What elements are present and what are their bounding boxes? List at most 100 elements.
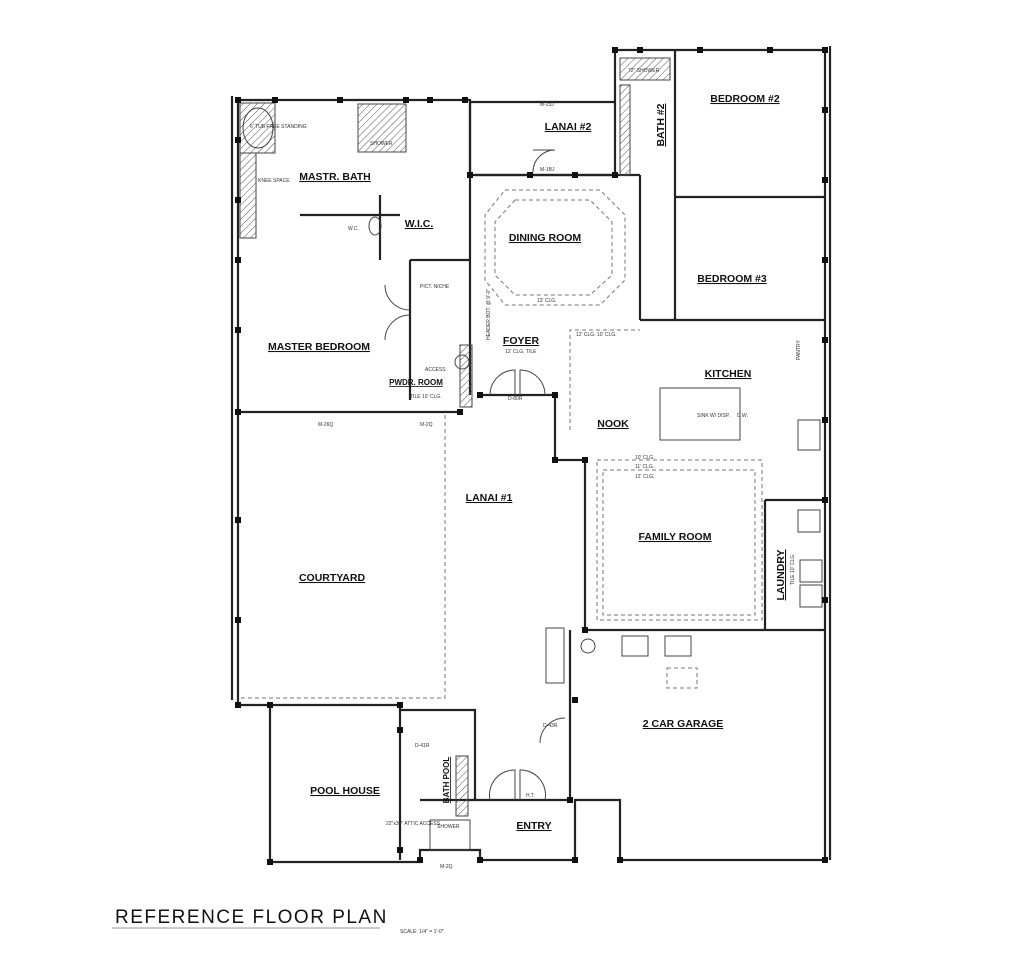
label-entry: ENTRY xyxy=(516,820,551,832)
column-marker xyxy=(572,857,578,863)
note-garage-door: D-43R xyxy=(543,723,558,729)
note-lanai2-door: M-1BJ xyxy=(540,167,555,173)
column-marker xyxy=(235,327,241,333)
column-marker xyxy=(267,702,273,708)
column-marker xyxy=(582,457,588,463)
label-kitchen: KITCHEN xyxy=(705,368,752,380)
column-marker xyxy=(477,857,483,863)
note-attic: 22"x30" ATTIC ACCESS xyxy=(386,821,441,827)
column-marker xyxy=(527,172,533,178)
note-foyer-ceiling: 12' CLG. TILE xyxy=(505,349,537,355)
note-laundry-ceiling: TILE 10' CLG. xyxy=(790,553,796,585)
doors xyxy=(384,149,566,801)
column-marker xyxy=(822,257,828,263)
note-pwdr-ceiling: TILE 10' CLG. xyxy=(410,394,442,400)
label-powder-room: PWDR. ROOM xyxy=(389,378,443,387)
column-marker xyxy=(467,172,473,178)
column-marker xyxy=(822,597,828,603)
note-bath2-shower: 72" SHOWER xyxy=(628,68,660,74)
column-marker xyxy=(267,859,273,865)
label-pool-house: POOL HOUSE xyxy=(310,785,380,797)
column-marker xyxy=(822,497,828,503)
label-courtyard: COURTYARD xyxy=(299,572,366,584)
label-family-room: FAMILY ROOM xyxy=(639,531,712,543)
label-bath-2: BATH #2 xyxy=(655,103,667,146)
note-pwdr-window: M-2Q xyxy=(420,422,433,428)
note-lanai2-window: M-23J xyxy=(540,102,554,108)
column-marker xyxy=(235,617,241,623)
label-dining-room: DINING ROOM xyxy=(509,232,582,244)
exterior-walls xyxy=(230,46,832,864)
label-master-bath: MASTR. BATH xyxy=(299,171,371,183)
column-marker xyxy=(612,47,618,53)
column-marker xyxy=(697,47,703,53)
column-marker xyxy=(235,137,241,143)
column-marker xyxy=(397,702,403,708)
column-marker xyxy=(637,47,643,53)
column-marker xyxy=(582,627,588,633)
fixtures xyxy=(242,107,823,851)
label-nook: NOOK xyxy=(597,418,629,430)
label-master-bedroom: MASTER BEDROOM xyxy=(268,341,370,353)
column-marker xyxy=(617,857,623,863)
note-dw: D.W. xyxy=(737,413,748,419)
label-laundry: LAUNDRY xyxy=(775,550,787,601)
label-wic: W.I.C. xyxy=(405,218,434,230)
column-marker xyxy=(457,409,463,415)
note-shower: SHOWER xyxy=(370,141,393,147)
column-marker xyxy=(567,797,573,803)
column-marker xyxy=(822,857,828,863)
columns xyxy=(235,47,828,865)
note-wc: W.C. xyxy=(348,226,359,232)
column-marker xyxy=(822,337,828,343)
hatched-fixtures xyxy=(239,57,671,817)
column-marker xyxy=(572,697,578,703)
label-lanai-1: LANAI #1 xyxy=(466,492,513,504)
note-pool-shower: SHOWER xyxy=(437,824,460,830)
column-marker xyxy=(235,197,241,203)
label-foyer: FOYER xyxy=(503,335,540,347)
column-marker xyxy=(235,97,241,103)
note-tub: 6' TUB FREE STANDING xyxy=(250,124,307,130)
column-marker xyxy=(552,457,558,463)
plan-scale: SCALE: 1/4" = 1'-0" xyxy=(400,929,444,935)
note-family-ceiling-2: 11' CLG. xyxy=(635,464,654,470)
note-pantry: PANTRY xyxy=(796,340,802,360)
column-marker xyxy=(417,857,423,863)
plan-title: REFERENCE FLOOR PLAN xyxy=(115,907,388,928)
column-marker xyxy=(767,47,773,53)
column-marker xyxy=(403,97,409,103)
note-foyer-door: D-80R xyxy=(508,396,523,402)
label-bedroom-3: BEDROOM #3 xyxy=(697,273,767,285)
note-ht: H.T. xyxy=(526,793,535,799)
note-knee-space: KNEE SPACE xyxy=(258,178,290,184)
column-marker xyxy=(235,409,241,415)
note-nook-ceiling: 12' CLG. 10' CLG. xyxy=(576,332,617,338)
title-block: REFERENCE FLOOR PLAN SCALE: 1/4" = 1'-0" xyxy=(112,907,444,935)
column-marker xyxy=(235,702,241,708)
column-marker xyxy=(235,517,241,523)
column-marker xyxy=(612,172,618,178)
label-bedroom-2: BEDROOM #2 xyxy=(710,93,780,105)
column-marker xyxy=(552,392,558,398)
column-marker xyxy=(337,97,343,103)
note-sink: SINK W/ DISP. xyxy=(697,413,730,419)
note-pool-door: D-41R xyxy=(415,743,430,749)
label-garage: 2 CAR GARAGE xyxy=(643,718,724,730)
ceiling-lines xyxy=(240,189,763,699)
column-marker xyxy=(397,847,403,853)
note-family-ceiling-1: 10' CLG. xyxy=(635,455,655,461)
note-master-window: M-26Q xyxy=(318,422,333,428)
note-dining-ceiling: 13' CLG. xyxy=(537,298,557,304)
note-family-ceiling-3: 12' CLG. xyxy=(635,474,655,480)
column-marker xyxy=(272,97,278,103)
note-pool-window: M-2Q xyxy=(440,864,453,870)
note-access: ACCESS xyxy=(425,367,446,373)
note-header: HEADER BOT. @ 9'-0" xyxy=(486,289,492,340)
annotations: 6' TUB FREE STANDING KNEE SPACE SHOWER W… xyxy=(250,68,802,870)
column-marker xyxy=(822,417,828,423)
column-marker xyxy=(572,172,578,178)
column-marker xyxy=(427,97,433,103)
column-marker xyxy=(477,392,483,398)
note-pict-niche: PICT. NICHE xyxy=(420,284,450,290)
